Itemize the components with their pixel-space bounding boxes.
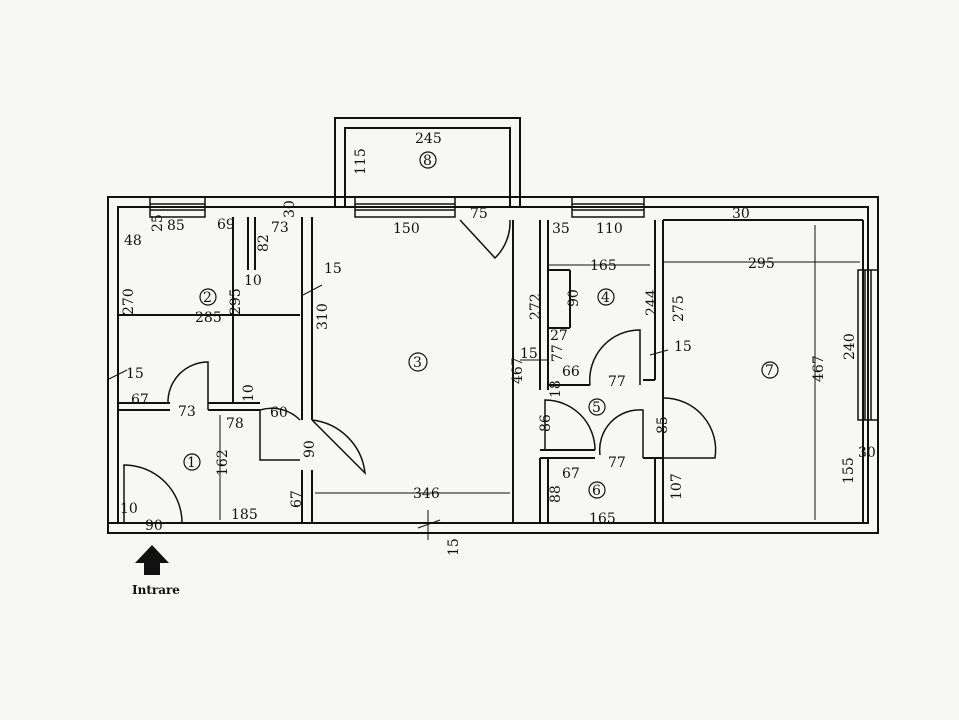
dim-label: 115 [353, 148, 369, 175]
room-4-label: 4 [601, 290, 610, 306]
dim-label: 346 [413, 486, 440, 502]
dim-label: 77 [608, 455, 626, 471]
entrance-arrow-icon [135, 545, 169, 575]
dim-label: 185 [231, 507, 258, 523]
dim-label: 75 [470, 206, 488, 222]
dim-label: 15 [674, 339, 692, 355]
dim-label: 90 [302, 440, 318, 458]
dim-label: 110 [596, 221, 623, 237]
doors [123, 219, 717, 524]
room-5-label: 5 [592, 400, 601, 416]
dim-label: 18 [548, 380, 564, 398]
windows [149, 196, 879, 421]
dim-label: 85 [167, 218, 185, 234]
dim-label: 295 [748, 256, 775, 272]
dim-label: 295 [228, 288, 244, 315]
dim-label: 467 [811, 355, 827, 382]
dim-label: 275 [671, 295, 687, 322]
dim-label: 15 [446, 538, 462, 556]
dim-label: 66 [562, 364, 580, 380]
room-1-label: 1 [187, 455, 196, 471]
dim-label: 77 [608, 374, 626, 390]
dim-label: 69 [217, 217, 235, 233]
room-7-marker [761, 361, 779, 379]
entrance-label: Intrare [132, 583, 180, 597]
dim-label: 15 [324, 261, 342, 277]
dim-label: 270 [121, 288, 137, 315]
room-6-label: 6 [592, 483, 601, 499]
dim-label: 10 [120, 501, 138, 517]
dim-label: 90 [145, 518, 163, 534]
dim-label: 67 [131, 392, 149, 408]
dimension-lines [106, 225, 860, 540]
dim-label: 90 [566, 289, 582, 307]
room-2-marker [199, 288, 217, 306]
room-7-label: 7 [765, 363, 774, 379]
dim-label: 30 [282, 200, 298, 218]
dim-label: 73 [271, 220, 289, 236]
dim-label: 35 [552, 221, 570, 237]
dim-label: 150 [393, 221, 420, 237]
dim-label: 310 [315, 303, 331, 330]
dim-label: 25 [150, 214, 166, 232]
dim-label: 285 [195, 310, 222, 326]
room-numbers [183, 151, 779, 499]
room-8-marker [419, 151, 437, 169]
dim-label: 272 [528, 293, 544, 320]
dim-label: 67 [562, 466, 580, 482]
walls [107, 117, 879, 534]
dim-label: 155 [841, 457, 857, 484]
dim-label: 244 [644, 289, 660, 316]
room-4-marker [597, 288, 615, 306]
dim-label: 67 [289, 490, 305, 508]
dim-label: 30 [732, 206, 750, 222]
dim-label: 48 [124, 233, 142, 249]
dim-label: 73 [178, 404, 196, 420]
dim-label: 27 [550, 328, 568, 344]
dim-label: 10 [241, 384, 257, 402]
room-8-label: 8 [423, 153, 432, 169]
dim-label: 467 [510, 357, 526, 384]
dim-label: 88 [548, 485, 564, 503]
dim-label: 15 [520, 346, 538, 362]
dim-label: 10 [244, 273, 262, 289]
dim-label: 77 [550, 344, 566, 362]
room-3-label: 3 [413, 355, 422, 371]
dim-label: 165 [589, 511, 616, 527]
dim-label: 78 [226, 416, 244, 432]
room-6-marker [588, 481, 606, 499]
dim-label: 85 [655, 416, 671, 434]
room-1-marker [183, 453, 201, 471]
dim-label: 30 [858, 445, 876, 461]
dim-label: 82 [256, 234, 272, 252]
dim-label: 86 [538, 414, 554, 432]
room-3-marker [408, 352, 428, 372]
dimension-labels: 245 115 150 75 48 25 85 69 73 30 82 10 2… [120, 131, 876, 556]
dim-label: 162 [215, 449, 231, 476]
dim-label: 245 [415, 131, 442, 147]
dim-label: 60 [270, 405, 288, 421]
dim-label: 107 [669, 473, 685, 500]
dim-label: 15 [126, 366, 144, 382]
dim-label: 165 [590, 258, 617, 274]
dim-label: 240 [842, 333, 858, 360]
room-5-marker [588, 398, 606, 416]
room-2-label: 2 [203, 290, 212, 306]
room-labels: 1 2 3 4 5 6 7 8 [187, 153, 774, 499]
